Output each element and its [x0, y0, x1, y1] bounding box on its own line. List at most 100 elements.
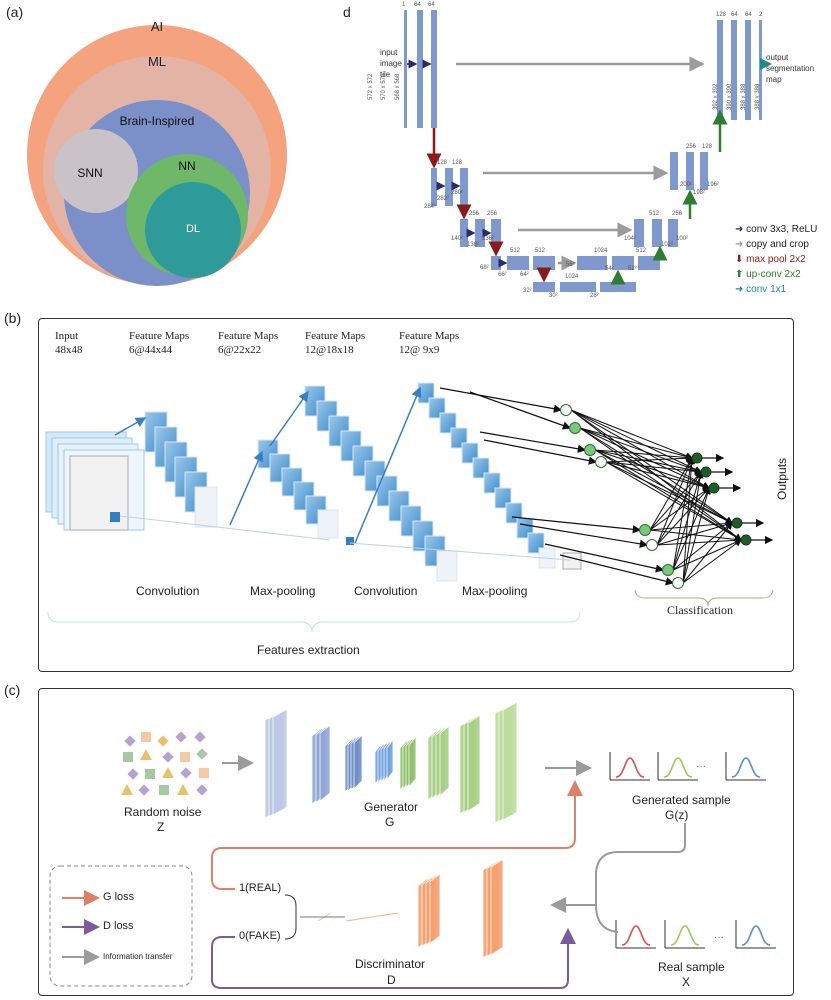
edge-arrow	[579, 427, 693, 460]
feature-map	[317, 509, 339, 539]
plot-curve	[741, 925, 771, 946]
unet-size-l3-0: 140²	[451, 236, 464, 242]
plot-curve	[731, 757, 761, 778]
noise-diamond	[127, 768, 139, 780]
g-loss-path	[211, 780, 583, 890]
plot-curve	[670, 925, 700, 946]
panel-a-label: (a)	[6, 4, 24, 20]
unet-ch-l4-0: 512	[510, 248, 521, 254]
unet-size-l4-1: 66²	[498, 272, 507, 278]
layer-slab	[345, 911, 399, 923]
layer-slab	[490, 858, 504, 956]
gz-to-discriminator-path	[595, 823, 686, 905]
unet-ch-u1-3: 2	[759, 12, 763, 18]
legend-copy: ➜ copy and crop	[735, 239, 809, 250]
generated-sample-label: Generated sample	[632, 793, 731, 807]
unet-size-bottom-2: 28²	[590, 293, 599, 299]
real-label: 1(REAL)	[239, 882, 282, 894]
unet-size-l4-2: 64²	[520, 272, 529, 278]
unet-ch-u3-0: 512	[649, 211, 660, 217]
noise-square	[180, 752, 190, 762]
gz-label: G(z)	[665, 808, 689, 822]
unet-bottom	[533, 282, 636, 292]
real-ellipsis: ···	[714, 932, 724, 943]
edge-arrow	[656, 471, 702, 546]
unet-size-r2-0: 200²	[680, 182, 693, 188]
legend-pool-arrow-icon: ⬇	[735, 254, 744, 265]
layer-slab	[353, 733, 363, 790]
discriminator-layers	[317, 858, 504, 959]
neuron-node	[639, 524, 651, 536]
d-label: D	[387, 973, 396, 987]
unet-ch-u4-1: 512	[636, 248, 647, 254]
output-bracket	[284, 894, 297, 940]
random-noise-shapes	[121, 731, 209, 796]
output-node	[700, 466, 712, 478]
input-stack	[45, 431, 145, 531]
edge-arrow	[649, 457, 693, 531]
unet-ch-l3-0: 256	[469, 211, 480, 217]
noise-square	[123, 752, 133, 762]
unet-input-label: input image tile	[380, 48, 402, 79]
unet-size-l2-2: 280²	[451, 190, 464, 196]
output-node	[691, 452, 703, 464]
unet-left-level3	[460, 219, 501, 247]
edge-arrow	[605, 461, 733, 524]
op-maxpool-1: Max-pooling	[250, 584, 316, 598]
noise-triangle	[140, 749, 152, 760]
unet-ch-l1-1: 64	[414, 2, 421, 8]
unet-size-bottom-1: 30²	[549, 293, 558, 299]
neuron-node	[584, 444, 596, 456]
unet-size-r3-0: 104²	[624, 236, 637, 242]
circle-snn	[54, 129, 138, 213]
generator-layers	[264, 701, 518, 824]
generator-label: Generator	[364, 800, 419, 814]
edge-arrow	[479, 431, 587, 453]
layer-slab	[502, 701, 518, 821]
real-sample-label: Real sample	[658, 960, 725, 974]
plot-curve	[615, 757, 645, 778]
feature-map-stack-3	[304, 385, 458, 582]
unet-size-r3-1: 102²	[661, 242, 674, 248]
unet-ch-bottom: 1024	[565, 274, 579, 280]
edge-arrow	[682, 522, 733, 584]
noise-diamond	[196, 784, 208, 796]
edge-arrow	[656, 457, 694, 546]
noise-diamond	[157, 735, 169, 747]
legend-upconv: ⬆ up-conv 2x2	[735, 269, 801, 280]
edge-arrow	[483, 439, 598, 465]
unet-size-l2-1: 282²	[437, 196, 450, 202]
real-sample-plots	[615, 920, 776, 949]
legend-upconv-arrow-icon: ⬆	[735, 269, 744, 280]
unet-size-l2-0: 284²	[424, 204, 437, 210]
generated-ellipsis: ···	[696, 761, 706, 772]
unet-ch-l4-1: 512	[535, 248, 546, 254]
d-loss-path	[211, 928, 576, 989]
neuron-node	[560, 404, 572, 416]
op-convolution-2: Convolution	[354, 584, 418, 598]
g-label: G	[385, 815, 395, 829]
label-nn: NN	[178, 159, 195, 173]
generated-sample-plots	[609, 752, 766, 781]
edge-arrow	[656, 536, 742, 546]
noise-diamond	[124, 735, 136, 747]
feature-map-stack-1	[144, 411, 218, 528]
unet-legend: ➜ conv 3x3, ReLU ➜ copy and crop ⬇ max p…	[735, 222, 817, 297]
noise-triangle	[177, 784, 189, 795]
edge-arrow	[579, 427, 710, 489]
edge-arrow	[605, 461, 710, 490]
plot-curve	[663, 757, 693, 778]
noise-square	[141, 732, 151, 742]
unet-ch-u1-0: 128	[716, 12, 727, 18]
unet-left-level2	[431, 168, 468, 206]
edge-arrow	[682, 471, 704, 584]
z-label: Z	[157, 820, 165, 834]
noise-diamond	[138, 784, 150, 796]
edge-arrow	[672, 522, 733, 571]
edge-arrow	[579, 427, 733, 524]
unet-size-r4-0: 56²	[566, 262, 575, 268]
unet-ch-l3-1: 256	[487, 211, 498, 217]
